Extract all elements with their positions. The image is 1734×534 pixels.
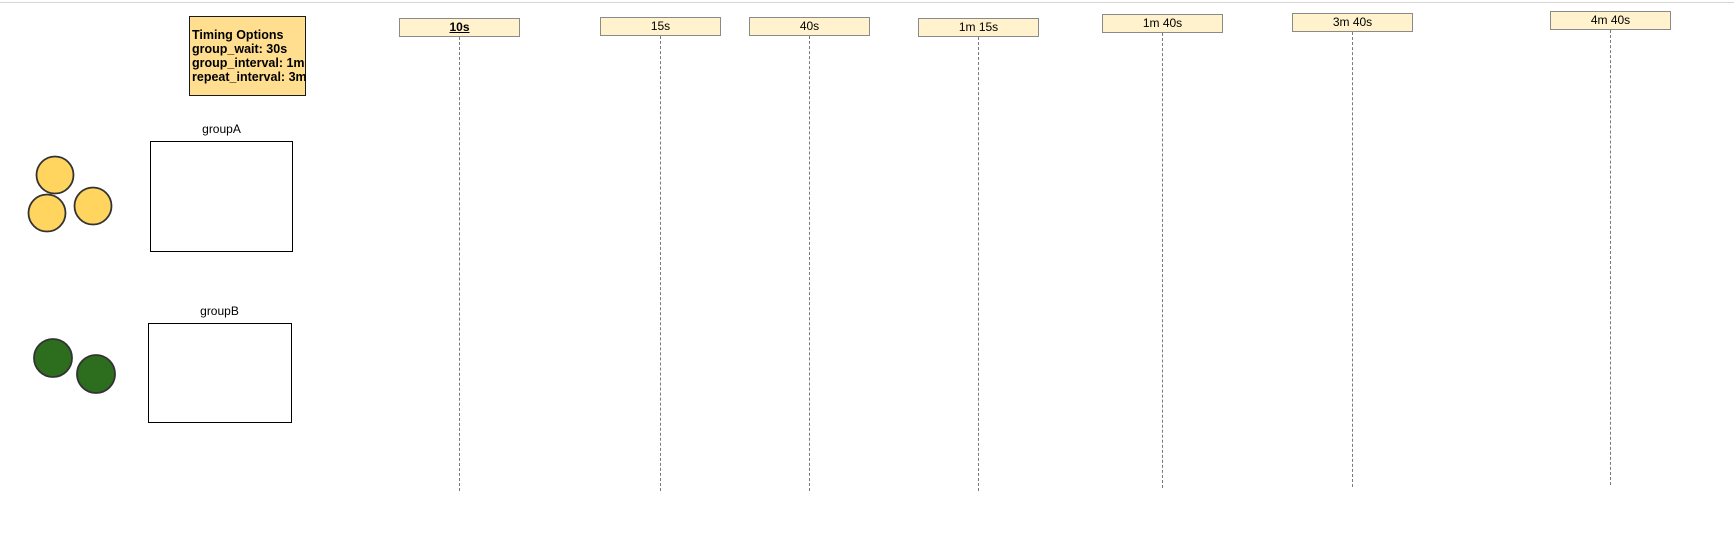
group-b-alert-2 — [76, 354, 116, 394]
group-a-alert-2 — [27, 193, 67, 233]
group-wait-value: group_wait: 30s — [192, 42, 288, 56]
tick-line-10s — [459, 37, 460, 491]
timing-options-title: Timing Options — [192, 28, 284, 42]
group-b-alert-1 — [33, 338, 73, 378]
group-b-box — [148, 323, 292, 423]
tick-label-4m-40s: 4m 40s — [1550, 11, 1671, 30]
tick-label-1m-15s: 1m 15s — [918, 18, 1039, 37]
timing-options-box: Timing Options group_wait: 30s group_int… — [189, 16, 307, 96]
repeat-interval-value: repeat_interval: 3m — [192, 70, 307, 84]
tick-line-3m-40s — [1352, 32, 1353, 487]
tick-line-1m-15s — [978, 37, 979, 491]
tick-line-40s — [809, 36, 810, 491]
group-a-alert-1 — [35, 155, 75, 195]
tick-line-15s — [660, 36, 661, 491]
group-a-box — [150, 141, 293, 252]
tick-label-15s: 15s — [600, 17, 721, 36]
tick-label-3m-40s: 3m 40s — [1292, 13, 1413, 32]
group-b-label: groupB — [200, 304, 239, 318]
top-rule — [0, 0, 1734, 3]
tick-line-1m-40s — [1162, 33, 1163, 488]
group-interval-value: group_interval: 1m — [192, 56, 305, 70]
tick-line-4m-40s — [1610, 30, 1611, 485]
tick-label-40s: 40s — [749, 17, 870, 36]
tick-label-1m-40s: 1m 40s — [1102, 14, 1223, 33]
tick-label-10s: 10s — [399, 18, 520, 37]
group-a-label: groupA — [202, 122, 241, 136]
alerts-svg — [27, 155, 116, 394]
group-a-alert-3 — [73, 186, 113, 226]
